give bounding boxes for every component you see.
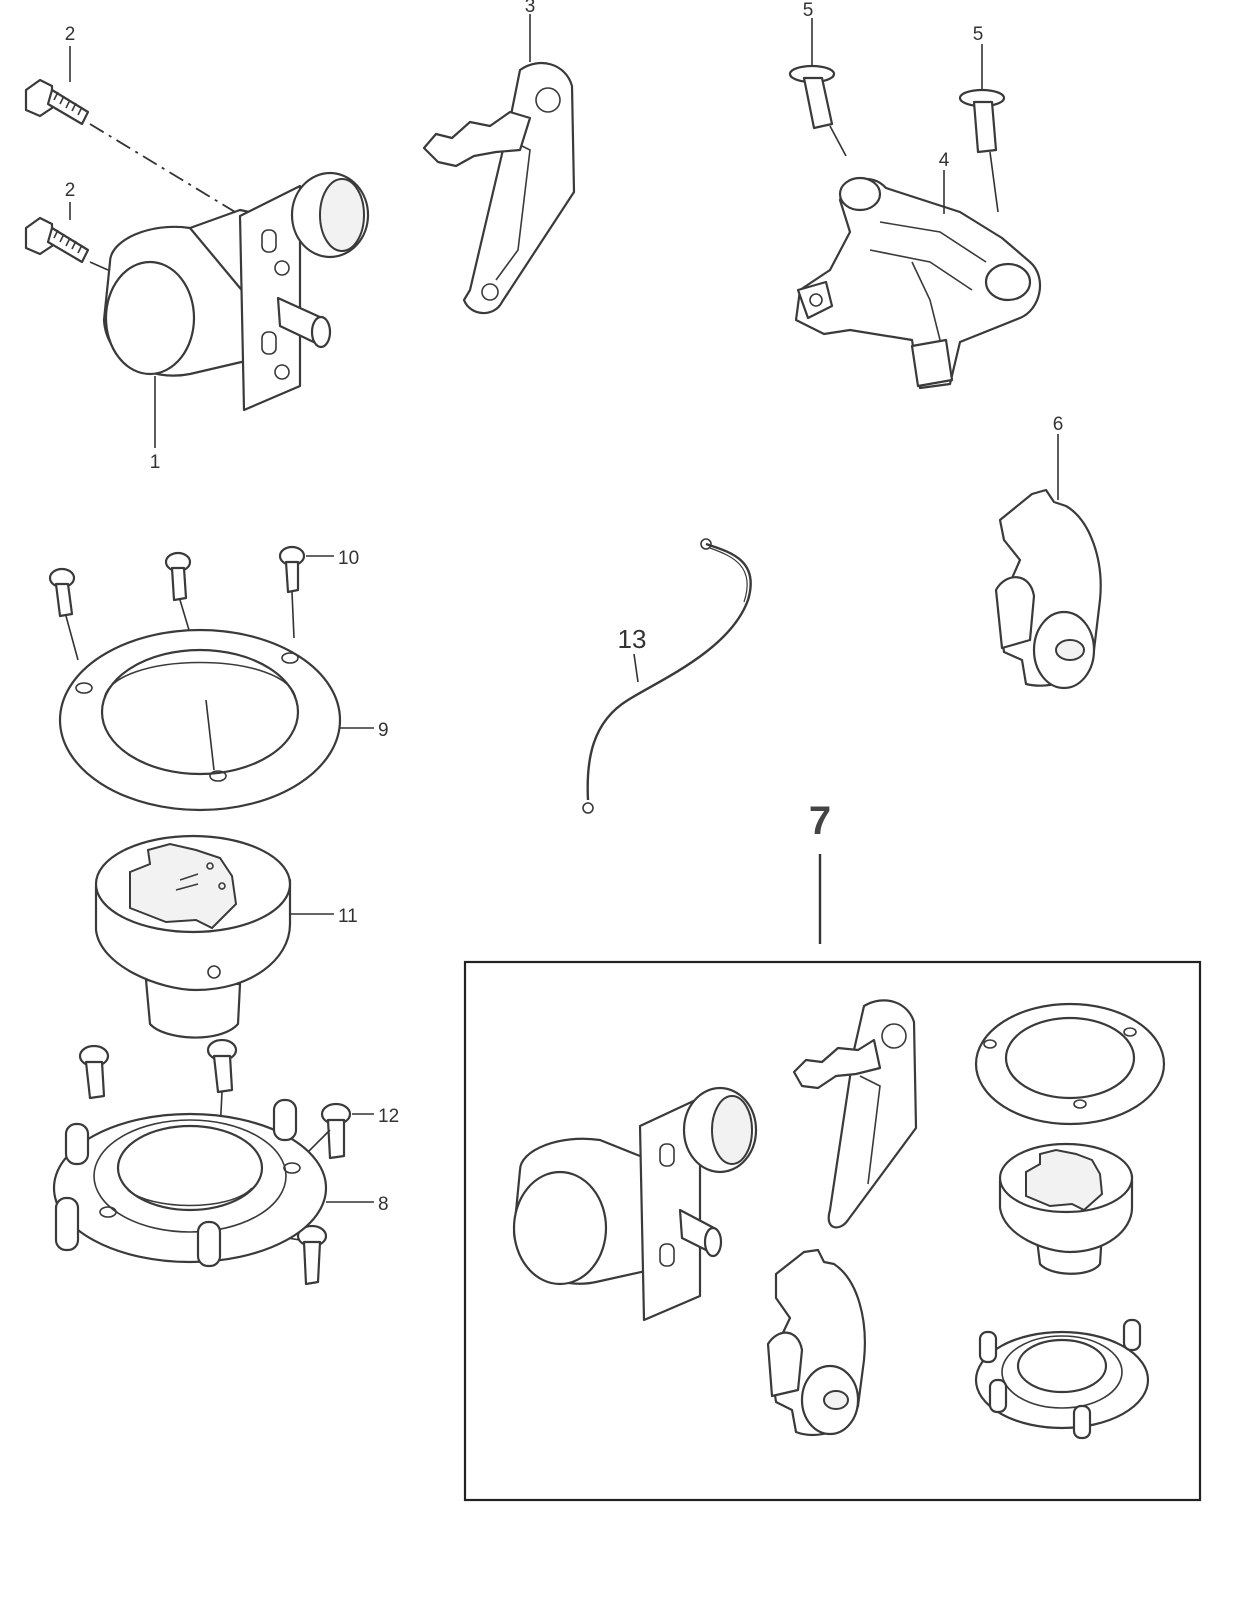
callout-4: 4: [939, 150, 950, 171]
callout-7: 7: [809, 799, 831, 843]
kit-fuel-cap: [998, 1142, 1134, 1275]
fuel-cap: [94, 834, 292, 1039]
leader-line: [291, 591, 295, 639]
leader-line: [829, 125, 847, 157]
callout-11: 11: [338, 906, 358, 927]
kit-box: [463, 960, 1202, 1502]
callout-2-upper: 2: [65, 24, 76, 45]
lock-bracket: [794, 176, 1041, 390]
callout-8: 8: [378, 1194, 389, 1215]
leader-line: [633, 653, 639, 683]
screw-c: [320, 1102, 352, 1160]
rivet-ring-2: [164, 551, 192, 602]
kit-mounting-flange: [974, 1318, 1150, 1440]
bolt-upper: [24, 78, 90, 126]
rivet-ring-1: [48, 567, 76, 618]
callout-13: 13: [618, 624, 647, 654]
callout-6: 6: [1053, 414, 1064, 435]
bolt-axis-line: [89, 261, 109, 271]
callout-5-right: 5: [973, 24, 984, 45]
ignition-lock-barrel: [102, 171, 370, 412]
callout-12: 12: [378, 1106, 399, 1127]
trim-ring: [58, 628, 342, 812]
screw-d: [296, 1224, 328, 1286]
rivet-ring-3: [278, 545, 306, 594]
kit-lock-cover: [766, 1248, 866, 1436]
key-fob: [422, 61, 576, 315]
callout-2-lower: 2: [65, 180, 76, 201]
kit-ignition-lock: [512, 1086, 758, 1322]
leader-line: [989, 151, 999, 213]
release-cable: [582, 538, 752, 814]
callout-9: 9: [378, 720, 389, 741]
rivet-left: [788, 64, 836, 130]
bolt-lower: [24, 216, 90, 264]
leader-line: [65, 615, 79, 661]
kit-key-fob: [792, 999, 918, 1229]
bolt-axis-line: [89, 123, 241, 216]
screw-a: [78, 1044, 110, 1100]
callout-10: 10: [338, 548, 359, 569]
callout-3: 3: [525, 0, 536, 17]
mounting-flange: [52, 1098, 328, 1268]
callout-1: 1: [150, 452, 161, 473]
lock-cylinder-cover: [994, 488, 1102, 690]
callout-5-left: 5: [803, 0, 814, 21]
kit-trim-ring: [974, 1002, 1166, 1126]
rivet-right: [958, 88, 1006, 154]
screw-b: [206, 1038, 238, 1094]
